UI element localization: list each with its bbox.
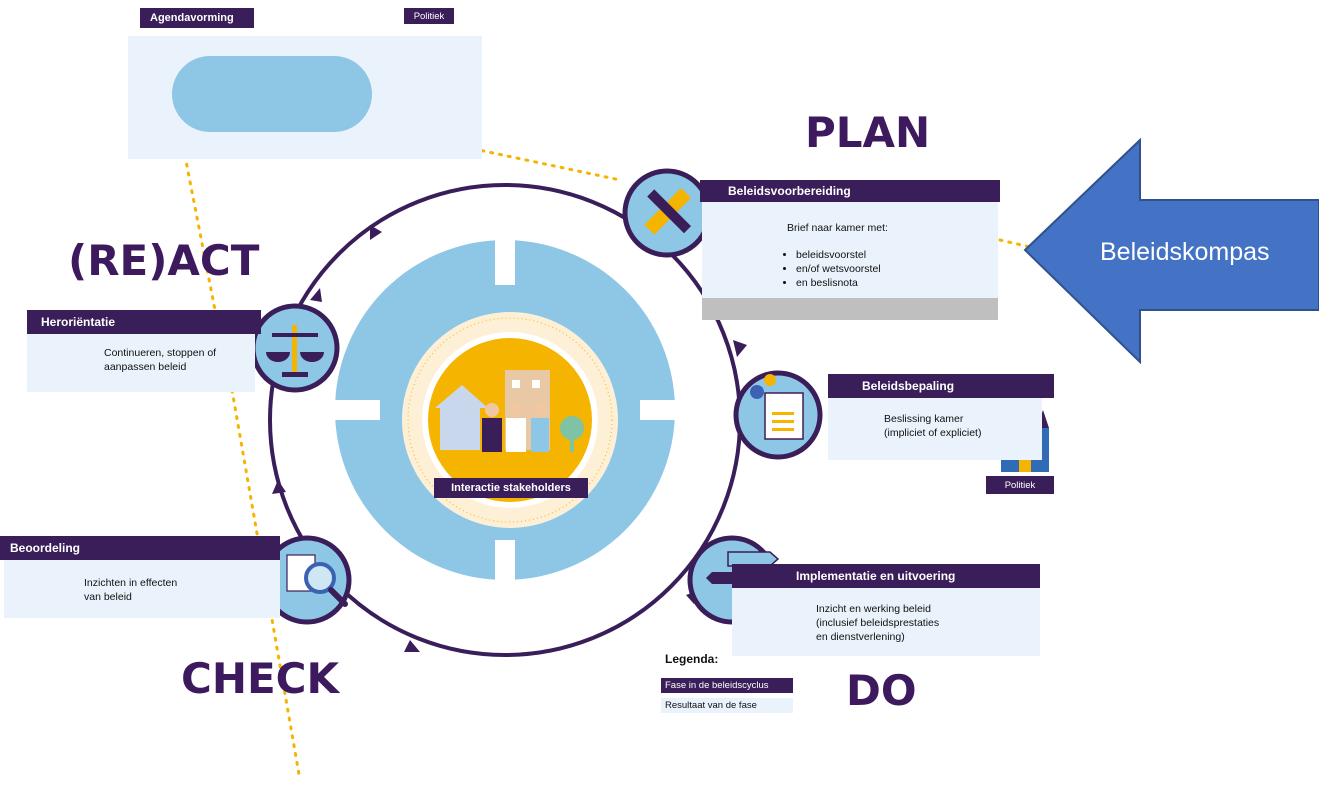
beoordeling-line2: van beleid	[84, 591, 132, 603]
beoordeling-box	[4, 558, 280, 618]
phase-check-label: CHECK	[181, 654, 340, 703]
agendavorming-header: Agendavorming	[140, 8, 254, 28]
beleidsbepaling-box	[828, 396, 1042, 460]
herorientatie-line1: Continueren, stoppen of	[104, 347, 217, 359]
politiek-tag-bepaling: Politiek	[986, 476, 1054, 494]
beleidsvoorbereiding-item: beleidsvoorstel	[796, 248, 881, 262]
scales-icon	[266, 325, 324, 377]
phase-do-label: DO	[846, 666, 917, 715]
implementatie-line3: en dienstverlening)	[816, 631, 905, 643]
beoordeling-header: Beoordeling	[0, 536, 280, 560]
beleidsbepaling-line1: Beslissing kamer	[884, 413, 964, 425]
legend-result: Resultaat van de fase	[661, 698, 793, 713]
legend-title: Legenda:	[665, 652, 719, 666]
beoordeling-line1: Inzichten in effecten	[84, 577, 178, 589]
legend-phase: Fase in de beleidscyclus	[661, 678, 793, 693]
cycle-arrowheads	[272, 225, 747, 652]
document-gears-icon	[750, 374, 804, 440]
agendavorming-pill	[172, 56, 372, 132]
pencil-ruler-icon	[644, 187, 692, 235]
beleidsvoorbereiding-item: en/of wetsvoorstel	[796, 262, 881, 276]
herorientatie-header: Heroriëntatie	[27, 310, 261, 334]
implementatie-line2: (inclusief beleidsprestaties	[816, 617, 940, 629]
beleidsvoorbereiding-intro: Brief naar kamer met:	[787, 222, 888, 234]
politiek-tag-top: Politiek	[404, 8, 454, 24]
beleidsvoorbereiding-shadow	[702, 298, 998, 320]
herorientatie-line2: aanpassen beleid	[104, 361, 187, 373]
phase-plan-label: PLAN	[805, 108, 931, 157]
center-label: Interactie stakeholders	[434, 478, 588, 498]
beleidskompas-arrow-shape	[1023, 137, 1319, 365]
beleidskompas-label: Beleidskompas	[1100, 238, 1270, 266]
magnifier-icon	[286, 554, 348, 607]
phase-react-label: (RE)ACT	[68, 236, 260, 285]
beleidsbepaling-header: Beleidsbepaling	[828, 374, 1054, 398]
beleidsbepaling-line2: (impliciet of expliciet)	[884, 427, 982, 439]
beleidsvoorbereiding-box	[702, 200, 998, 298]
beleidsvoorbereiding-list: beleidsvoorstel en/of wetsvoorstel en be…	[780, 248, 881, 290]
implementatie-header: Implementatie en uitvoering	[732, 564, 1040, 588]
herorientatie-box	[27, 332, 255, 392]
beleidsvoorbereiding-item: en beslisnota	[796, 276, 881, 290]
implementatie-line1: Inzicht en werking beleid	[816, 603, 931, 615]
beleidsvoorbereiding-header: Beleidsvoorbereiding	[700, 180, 1000, 202]
implementatie-box	[732, 586, 1040, 656]
